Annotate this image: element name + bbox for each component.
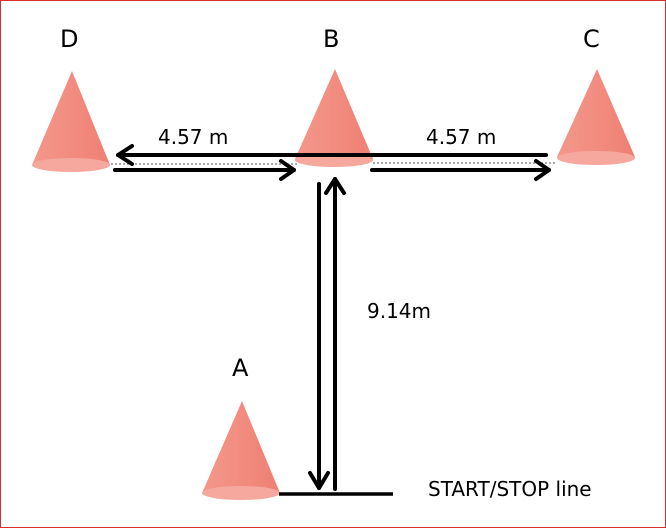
arrow-b-to-c	[370, 159, 551, 181]
arrow-b-to-d	[116, 144, 548, 166]
cone-c-label: C	[583, 25, 600, 53]
cone-a-label: A	[232, 354, 249, 382]
cone-d-label: D	[60, 25, 79, 53]
cone-d	[32, 71, 110, 172]
arrow-start-to-b	[324, 177, 346, 491]
distance-label-b-d: 4.57 m	[158, 125, 229, 149]
cone-a	[202, 401, 280, 500]
start-stop-label: START/STOP line	[428, 477, 592, 501]
distance-label-a-b: 9.14m	[367, 299, 432, 323]
cone-c	[557, 69, 635, 165]
distance-label-b-c: 4.57 m	[426, 125, 497, 149]
cone-b	[295, 69, 373, 167]
arrow-b-to-start	[308, 182, 330, 490]
arrow-d-to-b	[113, 159, 296, 181]
cone-b-label: B	[323, 25, 340, 53]
